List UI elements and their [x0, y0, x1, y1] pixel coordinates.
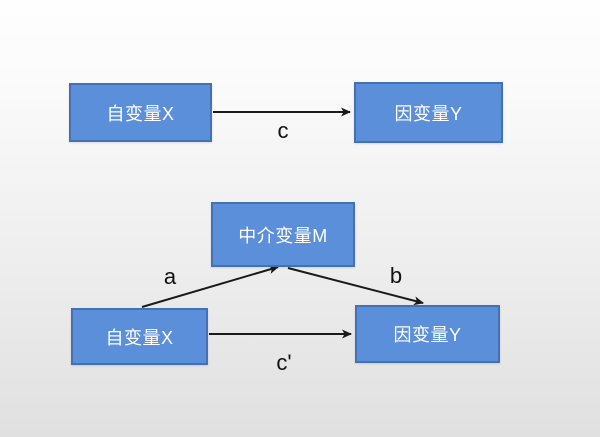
box-independent-variable-mediation: 自变量X — [71, 308, 208, 365]
box-label: 因变量Y — [394, 103, 463, 124]
box-dependent-variable-mediation: 因变量Y — [355, 305, 500, 363]
box-dependent-variable-total-effect: 因变量Y — [354, 82, 503, 143]
path-label-a: a — [163, 264, 177, 289]
path-label-c: c — [277, 118, 289, 143]
box-mediator-variable: 中介变量M — [211, 202, 355, 267]
path-label-b: b — [389, 263, 403, 288]
box-label: 因变量Y — [393, 325, 462, 345]
arrow-b — [287, 267, 424, 306]
box-label: 中介变量M — [238, 225, 328, 246]
box-label: 自变量X — [106, 103, 175, 124]
arrow-a — [141, 265, 279, 308]
path-label-c-prime: c' — [276, 350, 292, 375]
box-label: 自变量X — [105, 327, 174, 348]
box-independent-variable-total-effect: 自变量X — [69, 83, 212, 142]
